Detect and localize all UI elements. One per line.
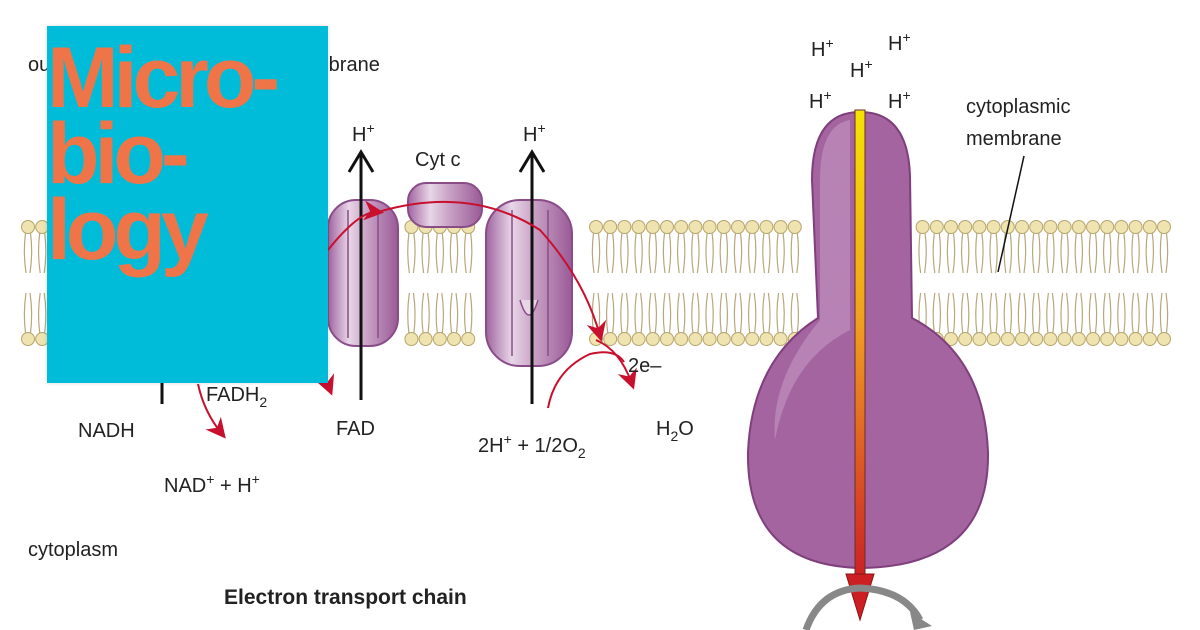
electron-arrows — [197, 200, 637, 439]
fadh2-label: FADH2 — [206, 384, 267, 410]
outer-membrane-label-right: mbrane — [312, 54, 380, 76]
h-plus-label: H+ — [809, 87, 832, 113]
cyt-c-label: Cyt c — [415, 149, 461, 171]
h-plus-label: H+ — [850, 56, 873, 82]
fad-label: FAD — [336, 418, 375, 440]
diagram-title: Electron transport chain — [224, 586, 467, 609]
cytoplasm-label: cytoplasm — [28, 539, 118, 561]
cytoplasmic-membrane-label-line2: membrane — [966, 128, 1062, 150]
membrane-pointer-line — [997, 155, 1025, 273]
proton-arrows — [160, 149, 546, 404]
cytochrome-c — [407, 182, 483, 228]
h-plus-label: H+ — [352, 120, 375, 146]
h-plus-label: H+ — [811, 35, 834, 61]
two-electrons-label: 2e– — [628, 355, 662, 377]
water-label: H2O — [656, 418, 694, 444]
complex-cylinder-2 — [485, 199, 573, 367]
outer-membrane-label-left: ou — [28, 54, 50, 76]
book-cover: Micro- bio- logy — [47, 26, 328, 383]
complex-cylinder-1 — [327, 199, 399, 347]
h-plus-label: H+ — [888, 87, 911, 113]
cytoplasmic-membrane-label-line1: cytoplasmic — [966, 96, 1070, 118]
nad-plus-label: NAD+ + H+ — [164, 471, 260, 497]
h-plus-label: H+ — [523, 120, 546, 146]
nadh-label: NADH — [78, 420, 135, 442]
cover-title: Micro- bio- logy — [47, 30, 280, 278]
atp-synthase — [746, 109, 990, 630]
h-plus-label: H+ — [888, 29, 911, 55]
oxygen-reaction-label: 2H+ + 1/2O2 — [478, 431, 586, 461]
